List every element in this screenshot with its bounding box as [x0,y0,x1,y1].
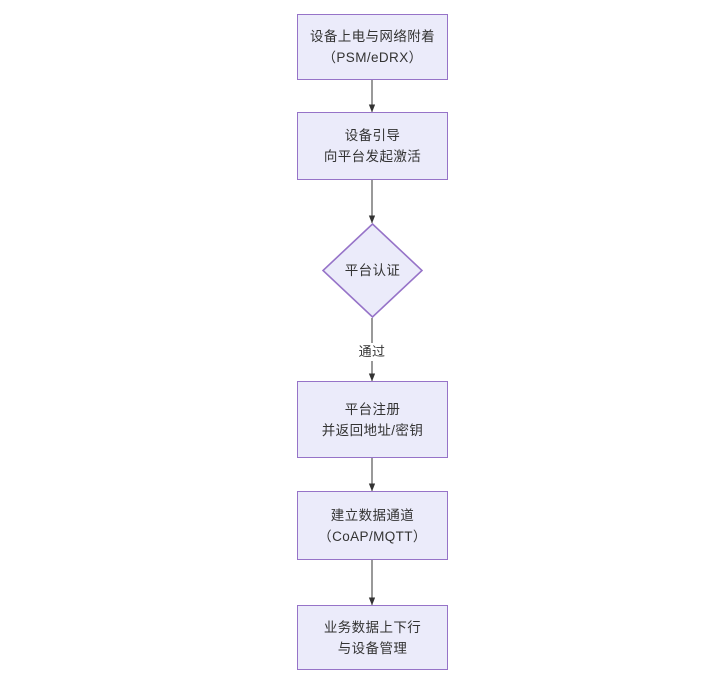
node-line: （PSM/eDRX） [322,50,423,65]
node-line: 平台注册 [344,401,401,417]
node-line: 向平台发起激活 [323,149,422,164]
node-line: 与设备管理 [337,640,408,656]
node-line: 并返回地址/密钥 [321,422,424,438]
node-platform-registration[interactable]: 平台注册 并返回地址/密钥 [297,381,448,458]
node-business-data-and-device-management[interactable]: 业务数据上下行 与设备管理 [297,605,448,670]
node-device-bootstrap[interactable]: 设备引导 向平台发起激活 [297,112,448,180]
node-line: 建立数据通道 [330,507,415,523]
node-line: 业务数据上下行 [323,619,422,635]
node-line: 设备引导 [344,128,401,143]
diamond-shape [322,223,423,318]
node-device-power-on[interactable]: 设备上电与网络附着 （PSM/eDRX） [297,14,448,80]
node-line: （CoAP/MQTT） [318,528,427,544]
node-line: 设备上电与网络附着 [309,29,436,44]
node-platform-authentication[interactable]: 平台认证 [322,223,423,318]
node-establish-data-channel[interactable]: 建立数据通道 （CoAP/MQTT） [297,491,448,560]
node-line: 平台认证 [344,263,401,278]
edge-label-pass: 通过 [356,343,388,361]
